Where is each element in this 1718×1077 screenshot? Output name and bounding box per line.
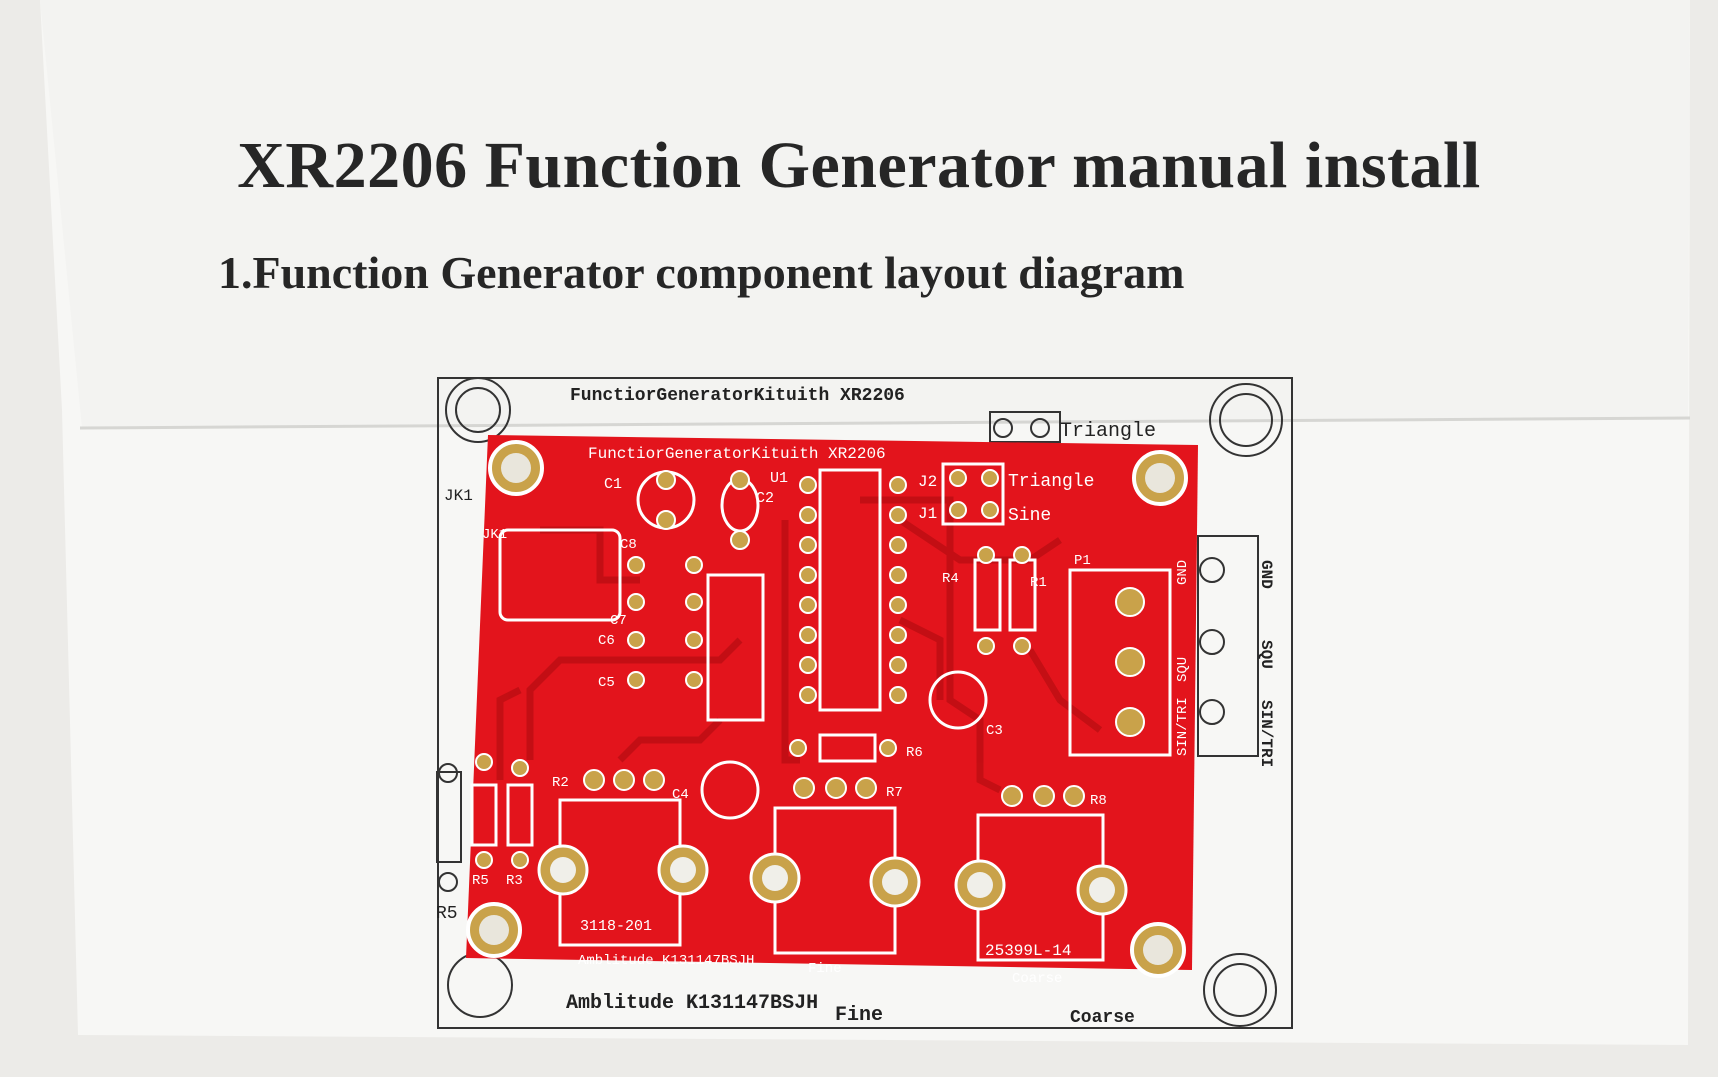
- mounting-holes: [466, 440, 1188, 978]
- pcb-pot-code-amplitude: 3118-201: [580, 918, 652, 935]
- pcb-board: FunctiorGeneratorKituith XR2206 C1 C2 U1…: [466, 435, 1198, 987]
- section-heading: 1.Function Generator component layout di…: [218, 247, 1185, 298]
- pcb-label-c1: C1: [604, 476, 622, 493]
- pcb-label-r8: R8: [1090, 793, 1107, 809]
- diagram-pot-label-fine: Fine: [835, 1004, 883, 1027]
- pcb-label-r3: R3: [506, 873, 523, 889]
- pcb-label-j2: J2: [918, 473, 937, 491]
- pcb-label-jk1: JK1: [482, 527, 507, 543]
- diagram-pot-label-coarse: Coarse: [1070, 1008, 1135, 1028]
- pcb-pot-label-fine: Fine: [808, 961, 842, 977]
- diagram-label-gnd: GND: [1257, 560, 1275, 589]
- pcb-label-c4: C4: [672, 787, 689, 803]
- pcb-pads: [475, 469, 1145, 869]
- pcb-board-name: FunctiorGeneratorKituith XR2206: [588, 445, 886, 463]
- pcb-traces: [496, 496, 1103, 794]
- pcb-label-c6: C6: [598, 633, 615, 649]
- pcb-label-c5: C5: [598, 675, 615, 691]
- pcb-label-r1: R1: [1030, 575, 1047, 591]
- pcb-label-r6: R6: [906, 745, 923, 761]
- diagram-label-r5: R5: [436, 904, 458, 924]
- pcb-label-c2: C2: [756, 490, 774, 507]
- pcb-label-u1: U1: [770, 470, 788, 487]
- pcb-label-c8: C8: [620, 537, 637, 553]
- diagram-pot-label-amplitude: Amblitude K131147BSJH: [566, 992, 818, 1015]
- pcb-label-sine: Sine: [1008, 506, 1051, 526]
- pcb-label-r4: R4: [942, 571, 959, 587]
- layout-diagram-labels: FunctiorGeneratorKituith XR2206 Triangle…: [436, 386, 1275, 1028]
- pcb-label-sintri: SIN/TRI: [1175, 697, 1191, 756]
- diagram-label-sintri: SIN/TRI: [1257, 700, 1275, 767]
- pcb-label-c3: C3: [986, 723, 1003, 739]
- pcb-pot-code-coarse: 25399L-14: [985, 942, 1071, 960]
- pcb-label-r7: R7: [886, 785, 903, 801]
- pcb-pot-label-coarse: Coarse: [1012, 971, 1062, 987]
- pcb-label-r2: R2: [552, 775, 569, 791]
- pcb-label-c7: C7: [610, 613, 627, 629]
- pcb-label-r5: R5: [472, 873, 489, 889]
- pcb-label-gnd: GND: [1175, 560, 1191, 585]
- pcb-labels: FunctiorGeneratorKituith XR2206 C1 C2 U1…: [472, 445, 1191, 987]
- pcb-label-p1: P1: [1074, 553, 1091, 569]
- diagram-board-name: FunctiorGeneratorKituith XR2206: [570, 386, 905, 406]
- diagram-label-jk1: JK1: [444, 487, 473, 505]
- pcb-label-triangle: Triangle: [1008, 472, 1094, 492]
- manual-title: XR2206 Function Generator manual install: [237, 129, 1481, 202]
- layout-diagram: [436, 377, 1293, 1029]
- pcb-label-squ: SQU: [1175, 657, 1191, 682]
- diagram-label-squ: SQU: [1257, 640, 1275, 669]
- pcb-pot-label-amplitude: Amblitude K131147BSJH: [578, 953, 754, 969]
- pcb-label-j1: J1: [918, 505, 937, 523]
- diagram-label-triangle: Triangle: [1060, 420, 1156, 443]
